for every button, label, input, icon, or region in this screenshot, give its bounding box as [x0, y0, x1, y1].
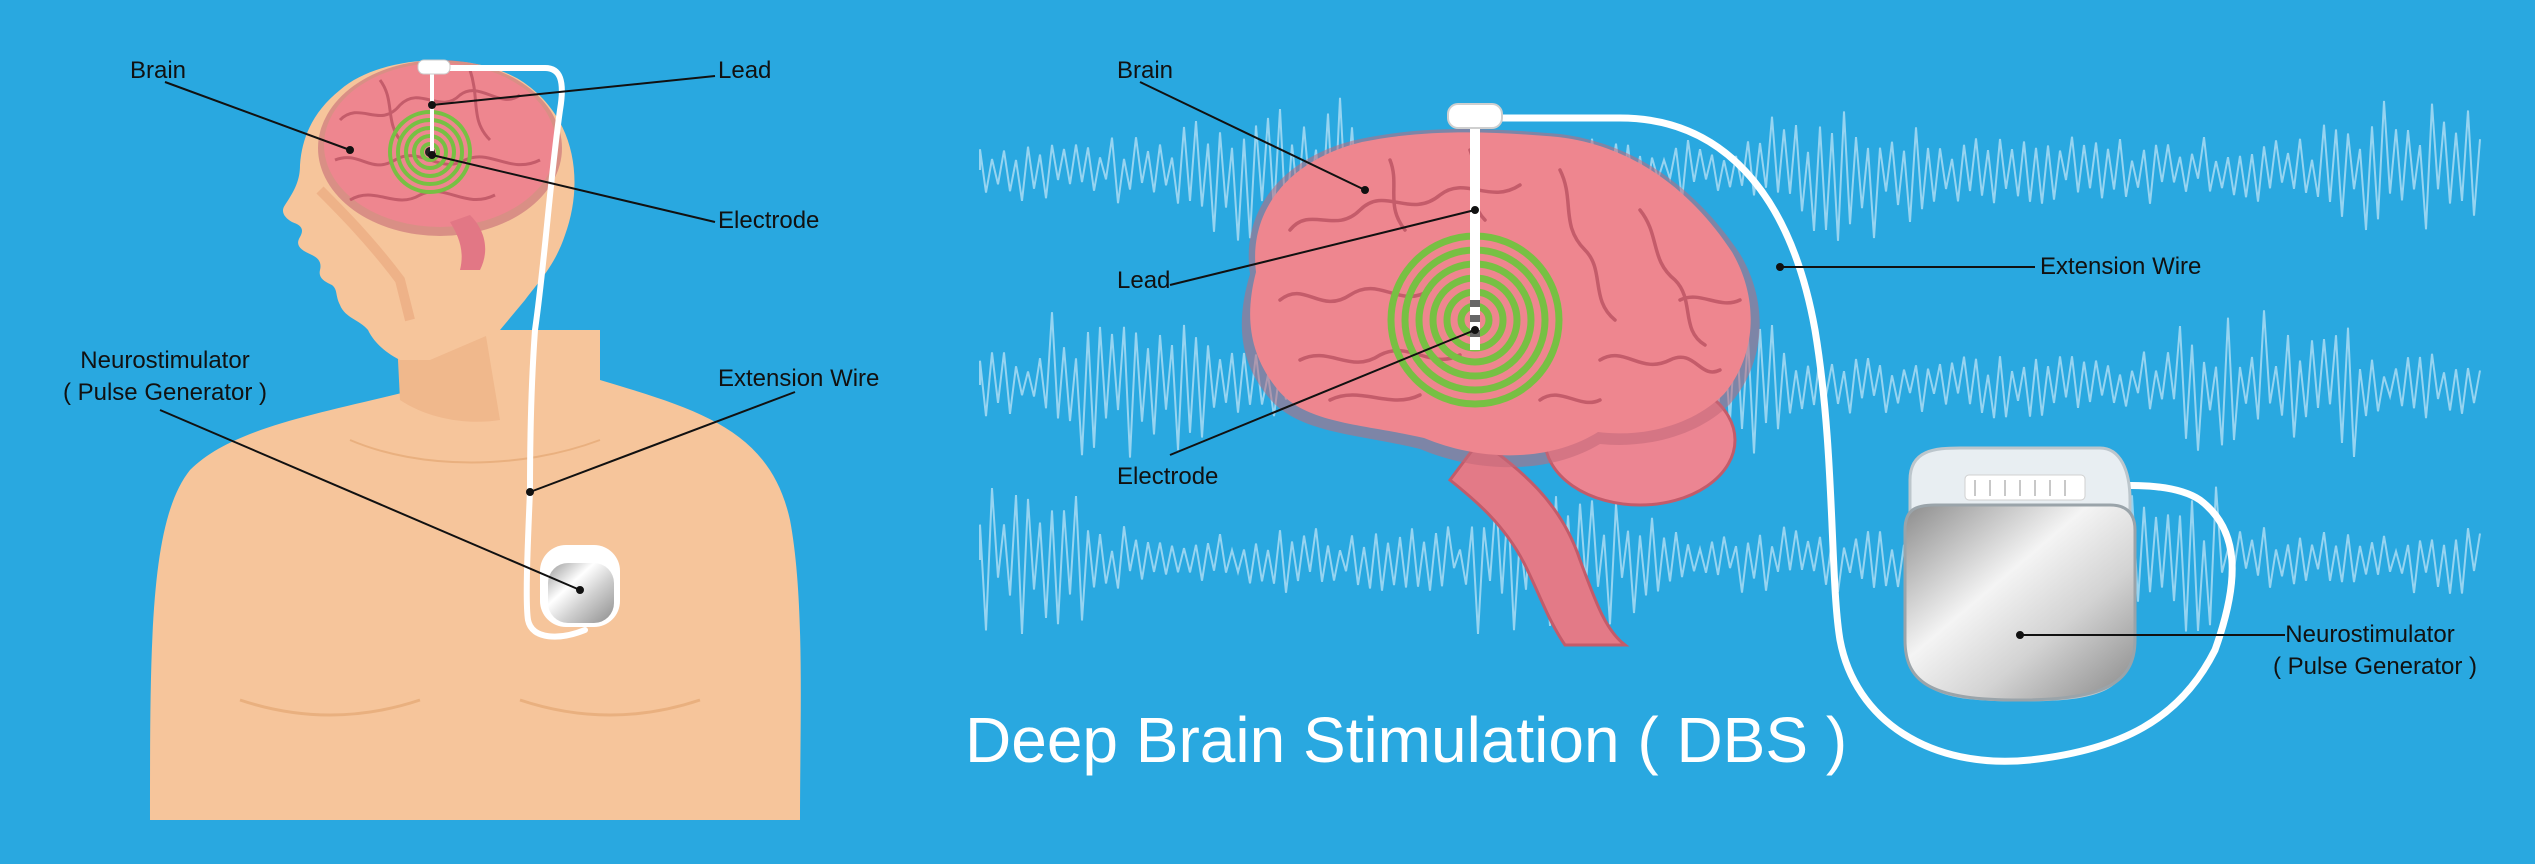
- brainwave-trace: [979, 486, 2481, 634]
- brainwave-trace: [979, 97, 2481, 241]
- right-brain-label: Brain: [1117, 57, 1174, 84]
- left-extension-wire-label: Extension Wire: [718, 365, 880, 392]
- right-brain: [1241, 129, 1760, 647]
- left-lead-label: Lead: [718, 57, 772, 84]
- right-lead: [1447, 103, 1503, 350]
- left-pulse-generator-label: ( Pulse Generator ): [62, 379, 268, 406]
- left-leader-lines: [159, 75, 796, 594]
- right-extension-wire-label: Extension Wire: [2040, 253, 2202, 280]
- right-pulse-generator-label: ( Pulse Generator ): [2272, 653, 2478, 680]
- right-neurostimulator-device: [1903, 446, 2137, 702]
- left-burr-cap: [417, 59, 451, 75]
- left-electrode-label: Electrode: [718, 207, 820, 234]
- diagram-title: Deep Brain Stimulation ( DBS ): [965, 704, 1848, 776]
- right-neurostimulator-label: Neurostimulator: [2285, 621, 2455, 648]
- left-brain-label: Brain: [130, 57, 187, 84]
- left-neurostimulator-label: Neurostimulator: [80, 347, 250, 374]
- right-extension-wire: [1486, 114, 2236, 765]
- right-leader-lines: [1139, 81, 2285, 639]
- right-lead-label: Lead: [1117, 267, 1171, 294]
- right-electrode-label: Electrode: [1117, 463, 1219, 490]
